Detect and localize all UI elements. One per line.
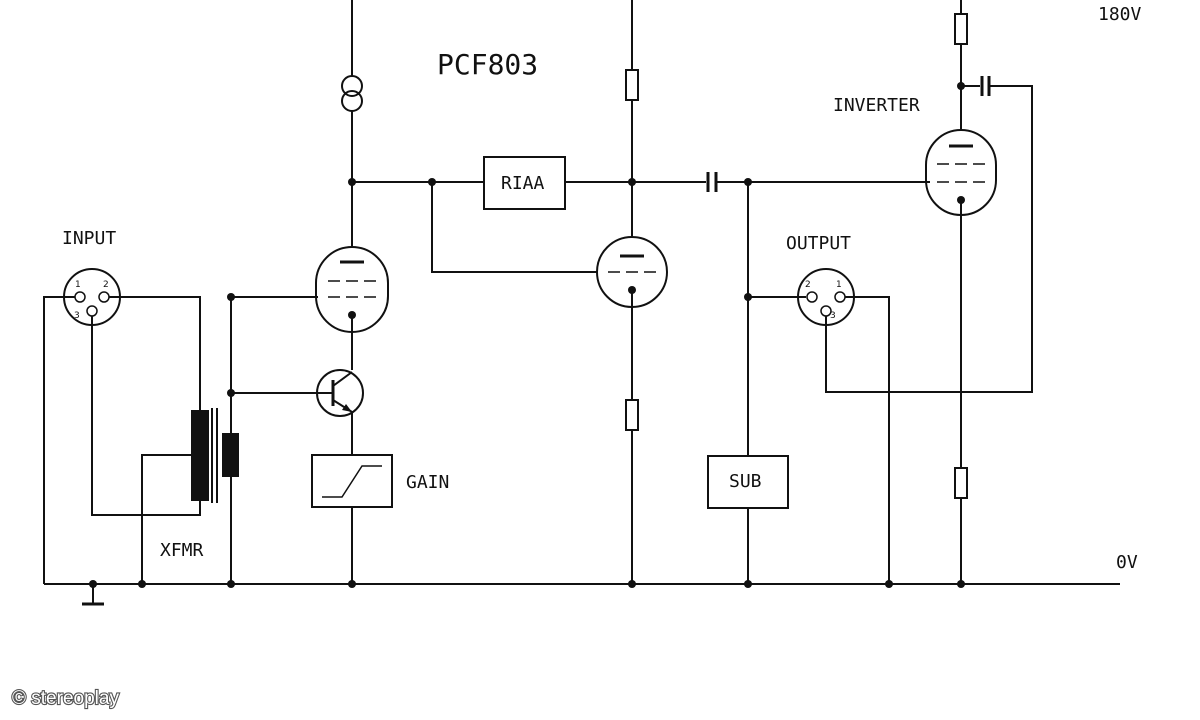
input-wiring (43, 296, 201, 584)
coupling-capacitor (706, 172, 930, 192)
inverter-label: INVERTER (833, 95, 920, 116)
output-wiring (825, 85, 1033, 584)
output-pin-1 (834, 291, 846, 303)
junctions (89, 82, 965, 588)
input-valve (315, 246, 389, 370)
anode-resistor (625, 69, 639, 101)
output-label: OUTPUT (786, 233, 851, 254)
transformer-label: XFMR (160, 540, 204, 561)
riaa-label: RIAA (501, 173, 545, 194)
gain-label: GAIN (406, 472, 449, 493)
input-label: INPUT (62, 228, 116, 249)
input-pin-2-label: 2 (103, 280, 109, 290)
sub-block (707, 455, 789, 509)
input-pin-1-label: 1 (75, 280, 81, 290)
sub-label: SUB (729, 471, 762, 492)
transistor (231, 369, 364, 455)
inverter-anode-resistor (954, 13, 968, 45)
current-source (341, 0, 363, 248)
output-pin-3-label: 3 (830, 311, 836, 321)
riaa-block (483, 156, 566, 210)
middle-stage (596, 0, 668, 584)
sub-branch (707, 182, 806, 584)
supply-voltage-label: 180V (1098, 4, 1142, 25)
gain-block (311, 454, 393, 584)
output-pin-2-label: 2 (805, 280, 811, 290)
inverter-cathode-resistor (954, 467, 968, 499)
output-pin-2 (806, 291, 818, 303)
inverter-stage (925, 0, 997, 584)
input-transformer (141, 296, 318, 584)
input-pin-3 (86, 305, 98, 317)
output-pin-1-label: 1 (836, 280, 842, 290)
input-pin-1 (74, 291, 86, 303)
ground-voltage-label: 0V (1116, 552, 1138, 573)
riaa-path (352, 156, 706, 273)
input-pin-2 (98, 291, 110, 303)
cathode-resistor (625, 399, 639, 431)
watermark: © stereoplay (12, 688, 119, 709)
schematic-title: PCF803 (437, 48, 538, 81)
input-pin-3-label: 3 (74, 311, 80, 321)
